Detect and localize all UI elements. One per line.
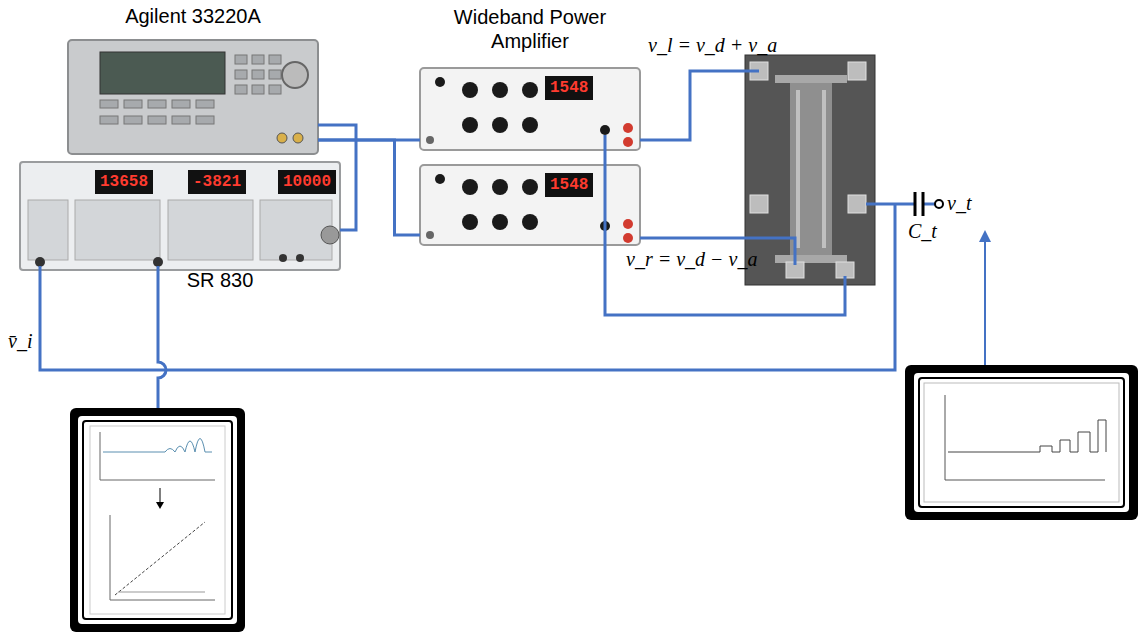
instrument-label: SR 830 bbox=[170, 268, 270, 292]
plot-inset bbox=[70, 408, 245, 632]
lock-in-box: SR 83013658-382110000 bbox=[20, 162, 340, 270]
function-generator bbox=[68, 40, 318, 154]
generator-keys bbox=[100, 55, 281, 124]
display-readout: 13658 bbox=[95, 170, 153, 194]
mems-device bbox=[745, 55, 875, 285]
signal-name: v̄_i bbox=[8, 330, 32, 353]
generator-screen bbox=[100, 52, 225, 94]
capacitor-symbol bbox=[915, 192, 923, 216]
display-readout: -3821 bbox=[188, 170, 246, 194]
instrument-label: Agilent 33220A bbox=[98, 4, 288, 28]
instrument-label: Wideband Power Amplifier bbox=[440, 5, 620, 53]
terminal bbox=[935, 200, 943, 208]
arrow bbox=[979, 230, 991, 365]
signal-name: C_t bbox=[908, 220, 937, 243]
function-generator-box: Agilent 33220A bbox=[68, 40, 318, 154]
lock-in-amplifier bbox=[20, 162, 340, 270]
cable bbox=[40, 71, 935, 410]
signal-name: v_l = v_d + v_a bbox=[648, 34, 777, 57]
display-readout: 10000 bbox=[278, 170, 336, 194]
display-readout: 1548 bbox=[545, 173, 593, 197]
signal-name: v_r = v_d − v_a bbox=[626, 248, 757, 271]
amplifier-box: 1548 bbox=[420, 165, 640, 245]
plot-inset bbox=[905, 365, 1138, 520]
power-amplifier bbox=[420, 68, 640, 245]
amplifier-box: Wideband Power Amplifier1548 bbox=[420, 68, 640, 150]
signal-name: v_t bbox=[947, 192, 971, 215]
display-readout: 1548 bbox=[545, 76, 593, 100]
